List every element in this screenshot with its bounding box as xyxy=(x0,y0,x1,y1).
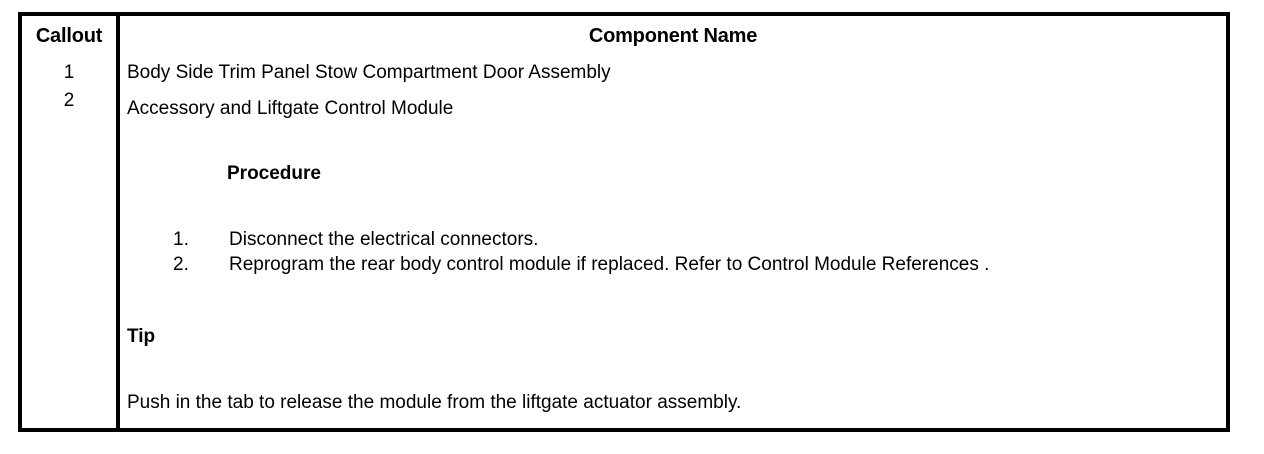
step-number: 1. xyxy=(173,229,189,250)
callout-number: 2 xyxy=(22,90,120,428)
callout-number: 1 xyxy=(22,56,120,90)
table-row: 2 Accessory and Liftgate Control Module … xyxy=(22,90,1226,428)
list-item: 1. Disconnect the electrical connectors. xyxy=(120,227,989,252)
component-name-text: Accessory and Liftgate Control Module xyxy=(127,98,454,119)
step-text: Reprogram the rear body control module i… xyxy=(229,254,990,275)
procedure-heading: Procedure xyxy=(227,163,321,184)
list-item: 2. Reprogram the rear body control modul… xyxy=(120,252,989,277)
tip-heading: Tip xyxy=(127,326,156,347)
callout-table: Callout Component Name 1 Body Side Trim … xyxy=(22,16,1226,428)
component-detail-cell: Accessory and Liftgate Control Module Pr… xyxy=(118,90,1226,428)
procedure-step-list: 1. Disconnect the electrical connectors.… xyxy=(120,227,989,277)
step-text: Disconnect the electrical connectors. xyxy=(229,229,539,250)
step-number: 2. xyxy=(173,254,189,275)
column-header-component-name: Component Name xyxy=(118,16,1226,56)
component-name-text: Body Side Trim Panel Stow Compartment Do… xyxy=(118,56,1226,90)
table-header-row: Callout Component Name xyxy=(22,16,1226,56)
table-row: 1 Body Side Trim Panel Stow Compartment … xyxy=(22,56,1226,90)
callout-table-container: Callout Component Name 1 Body Side Trim … xyxy=(18,12,1230,432)
component-detail-body: Accessory and Liftgate Control Module Pr… xyxy=(120,90,1226,428)
column-header-callout: Callout xyxy=(22,16,120,56)
tip-text: Push in the tab to release the module fr… xyxy=(127,392,742,413)
